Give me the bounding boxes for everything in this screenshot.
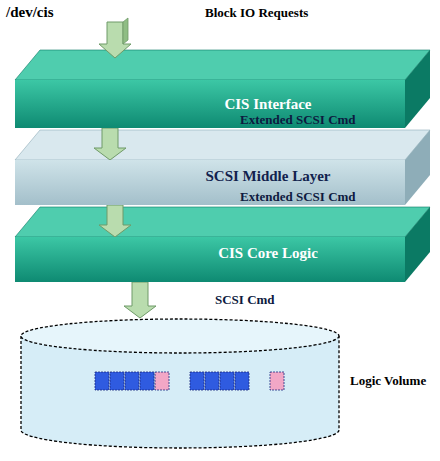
data-block (125, 372, 139, 390)
data-block (110, 372, 124, 390)
slab-top-face (15, 130, 430, 160)
command-label: Extended SCSI Cmd (240, 190, 356, 204)
command-label: SCSI Cmd (215, 293, 275, 307)
cylinder-top (21, 319, 339, 353)
connector-group (124, 282, 156, 318)
device-label: /dev/cis (6, 4, 54, 21)
data-block (270, 372, 284, 390)
block-arrow (99, 205, 131, 237)
layer-name: SCSI Middle Layer (205, 168, 330, 185)
block-arrow (124, 282, 156, 318)
data-block (235, 372, 249, 390)
volume-label: Logic Volume (350, 374, 426, 388)
volume-cylinder: Logic Volume (20, 318, 340, 448)
connector-group (99, 205, 131, 237)
slab-top-face (15, 207, 430, 237)
command-label: Extended SCSI Cmd (240, 113, 356, 127)
slab-top-face (15, 50, 430, 80)
slab-faces (15, 50, 430, 282)
layer-name: CIS Core Logic (218, 245, 318, 262)
connector-group (94, 128, 126, 160)
layer-name: CIS Interface (224, 96, 311, 113)
data-block (205, 372, 219, 390)
slab-side-face (405, 50, 430, 128)
data-block (190, 372, 204, 390)
slab-side-face (405, 207, 430, 282)
flow-label: Block IO Requests (205, 6, 308, 20)
data-block (140, 372, 154, 390)
data-block (220, 372, 234, 390)
layer-band: CIS Core Logic (15, 237, 405, 282)
input-arrow-side (123, 18, 128, 44)
cylinder-outline (20, 318, 340, 448)
block-arrow (94, 128, 126, 160)
slab-side-face (405, 130, 430, 205)
data-block (95, 372, 109, 390)
data-block (155, 372, 169, 390)
